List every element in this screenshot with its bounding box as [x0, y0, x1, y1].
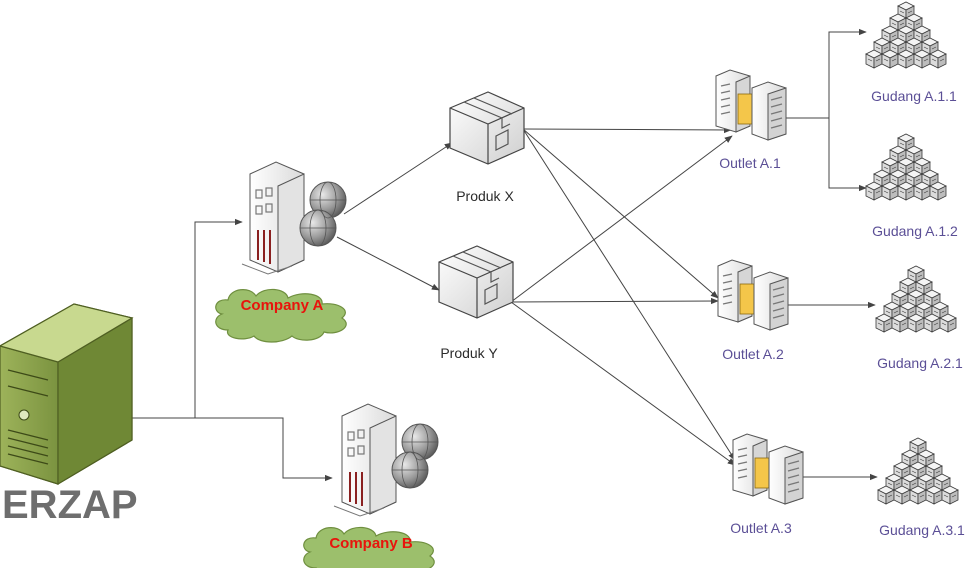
- office-building-globe-icon: [333, 403, 439, 517]
- produk-y-label: Produk Y: [440, 345, 498, 361]
- office-building-globe-icon: [241, 161, 347, 275]
- gudang-a31-label: Gudang A.3.1: [879, 522, 965, 538]
- stacked-boxes-icon: [878, 438, 958, 504]
- company-b-label: Company B: [329, 535, 413, 552]
- edge-outlet-a1-gudang-a12: [828, 118, 867, 192]
- edge-produk-y-outlet-a1: [510, 135, 733, 303]
- edge-company-a-produk-x: [343, 142, 453, 215]
- outlet-a2-label: Outlet A.2: [722, 346, 784, 362]
- edge-produk-x-outlet-a2: [522, 128, 719, 299]
- store-buildings-icon: [732, 433, 804, 505]
- edge-erzap-company-b: [195, 417, 333, 482]
- edge-produk-x-outlet-a1: [522, 126, 732, 134]
- produk-x-label: Produk X: [456, 188, 514, 204]
- gudang-a11-node: Gudang A.1.1: [866, 2, 957, 104]
- erzap-label: ERZAP: [2, 483, 138, 527]
- store-buildings-icon: [717, 259, 789, 331]
- edge-outlet-a1-gudang-a11: [786, 28, 867, 119]
- produk-x-node: Produk X: [449, 91, 525, 204]
- package-box-icon: [449, 91, 525, 165]
- edge-produk-y-outlet-a2: [510, 297, 719, 305]
- gudang-a31-node: Gudang A.3.1: [878, 438, 965, 538]
- outlet-a3-label: Outlet A.3: [730, 520, 792, 536]
- edge-produk-x-outlet-a3: [522, 128, 736, 461]
- stacked-boxes-icon: [866, 134, 946, 200]
- edge-produk-y-outlet-a3: [510, 301, 736, 466]
- company-a-node: Company A: [215, 161, 347, 343]
- company-a-label: Company A: [241, 297, 324, 314]
- edge-erzap-company-a: [130, 218, 243, 419]
- gudang-a12-node: Gudang A.1.2: [866, 134, 958, 239]
- edges: [130, 28, 878, 482]
- gudang-a11-label: Gudang A.1.1: [871, 88, 957, 104]
- outlet-a2-node: Outlet A.2: [717, 259, 789, 362]
- gudang-a21-label: Gudang A.2.1: [877, 355, 963, 371]
- stacked-boxes-icon: [876, 266, 956, 332]
- outlet-a1-label: Outlet A.1: [719, 155, 781, 171]
- edge-company-a-produk-y: [336, 236, 440, 291]
- produk-y-node: Produk Y: [438, 245, 514, 361]
- stacked-boxes-icon: [866, 2, 946, 68]
- package-box-icon: [438, 245, 514, 319]
- store-buildings-icon: [715, 69, 787, 141]
- outlet-a3-node: Outlet A.3: [730, 433, 804, 536]
- gudang-a21-node: Gudang A.2.1: [876, 266, 963, 371]
- gudang-a12-label: Gudang A.1.2: [872, 223, 958, 239]
- company-b-node: Company B: [303, 403, 439, 573]
- outlet-a1-node: Outlet A.1: [715, 69, 787, 171]
- erzap-node: ERZAP: [0, 303, 138, 527]
- server-tower-icon: [0, 303, 134, 486]
